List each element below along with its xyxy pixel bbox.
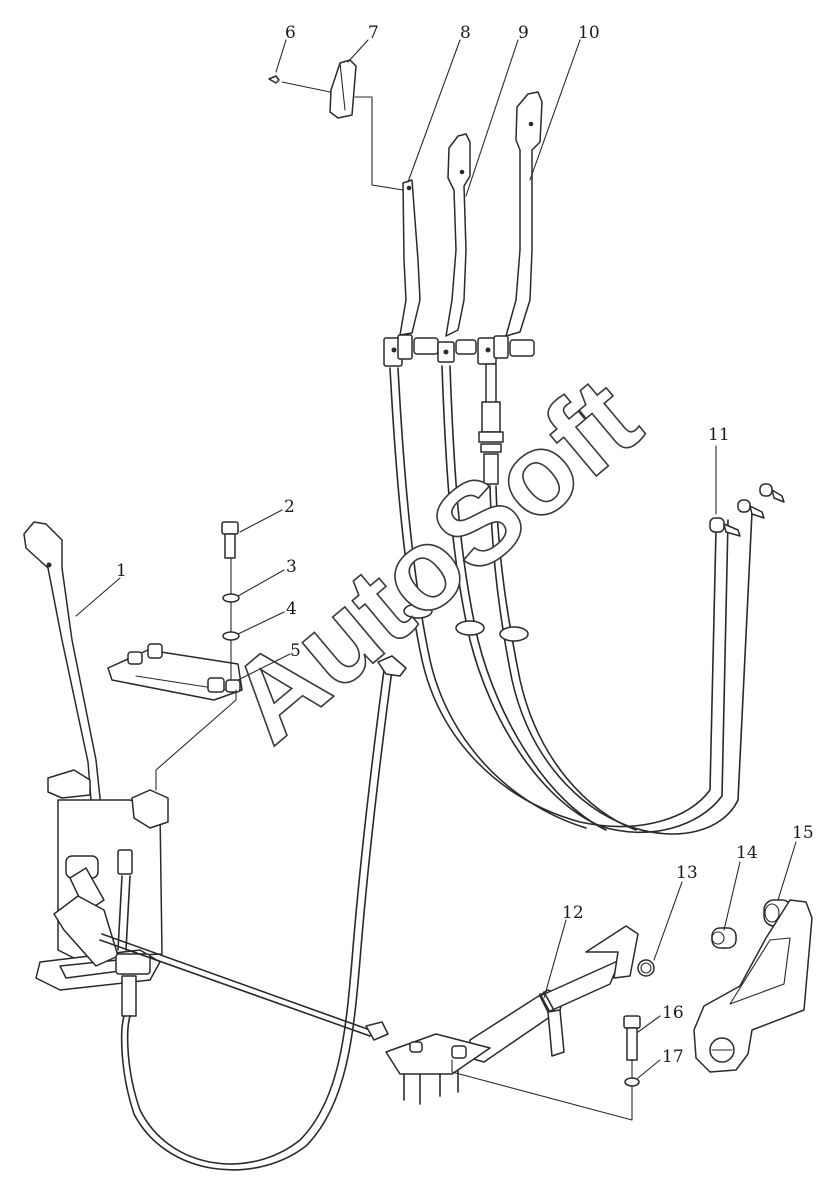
callout-9: 9 [518, 23, 529, 43]
callout-14: 14 [736, 843, 758, 863]
watermark-text: AutoSoft [205, 353, 664, 767]
callout-11: 11 [708, 425, 730, 445]
callout-7: 7 [368, 23, 379, 43]
washer-17 [624, 1077, 640, 1087]
callout-2: 2 [284, 497, 295, 517]
lever-cap-7 [329, 59, 357, 119]
callout-leaders [75, 39, 797, 1079]
callout-10: 10 [578, 23, 600, 43]
callout-13: 13 [676, 863, 698, 883]
control-cables [389, 365, 753, 835]
bushing-14 [711, 927, 737, 949]
lever-12-base [385, 1009, 565, 1105]
plate-guide [155, 689, 237, 791]
lever-1-base [35, 769, 169, 1017]
cap-7-guide [354, 96, 404, 191]
callout-16: 16 [662, 1003, 684, 1023]
cable-ends-11 [709, 483, 785, 537]
lever-8 [399, 179, 421, 336]
mounting-plate [107, 643, 243, 701]
lever-brackets [383, 334, 535, 367]
callout-15: 15 [792, 823, 814, 843]
callout-8: 8 [460, 23, 471, 43]
bolt-16-guide [451, 1059, 633, 1121]
washer-3 [222, 593, 240, 603]
lever-12 [469, 925, 639, 1063]
lever-9 [445, 133, 471, 337]
callout-12: 12 [562, 903, 584, 923]
cable-fitting [478, 363, 504, 485]
pin-6 [268, 75, 280, 84]
callout-3: 3 [286, 557, 297, 577]
callout-6: 6 [285, 23, 296, 43]
bolt-16 [623, 1015, 641, 1061]
washer-4 [222, 631, 240, 641]
lever-10 [505, 91, 543, 337]
part-15 [693, 899, 813, 1073]
callout-5: 5 [290, 641, 301, 661]
callout-17: 17 [662, 1047, 684, 1067]
bolt-2 [221, 521, 239, 559]
ring-13 [637, 959, 655, 977]
callout-1: 1 [116, 561, 127, 581]
callout-4: 4 [286, 599, 297, 619]
pin-6-guide [281, 81, 331, 93]
long-cable [99, 655, 407, 1171]
